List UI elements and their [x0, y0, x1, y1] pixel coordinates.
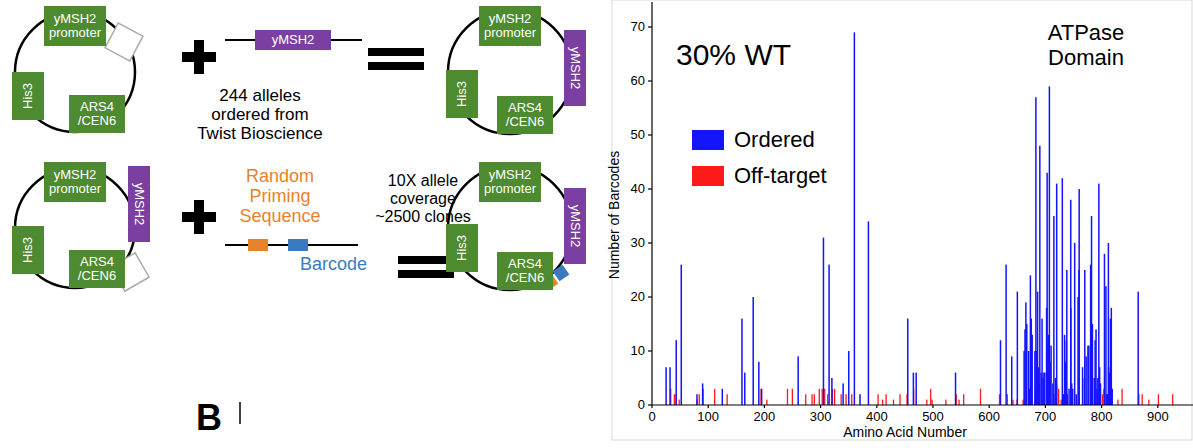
y-tick-label: 70 — [600, 19, 645, 34]
y-tick-label: 0 — [600, 397, 645, 412]
chart-panel — [612, 0, 1192, 440]
annotation: 10X allele coverage ~2500 clones — [368, 172, 478, 226]
y-tick-label: 40 — [600, 181, 645, 196]
axis-title: Number of Barcodes — [606, 151, 622, 279]
element-label: ARS4 /CEN6 — [69, 100, 125, 128]
element-label: His3 — [21, 237, 35, 263]
legend-text: Off-target — [734, 163, 827, 189]
element-label: ARS4 /CEN6 — [69, 255, 125, 283]
axis-title: Amino Acid Number — [825, 424, 985, 440]
element-label: yMSH2 — [568, 47, 582, 90]
plasmid-element: yMSH2 promoter — [479, 6, 541, 46]
annotation: ATPase Domain — [1026, 20, 1146, 70]
gene-insert: yMSH2 — [128, 166, 150, 242]
x-tick-label: 300 — [801, 409, 841, 424]
x-tick-label: 800 — [1082, 409, 1122, 424]
legend-swatch — [692, 130, 724, 150]
plasmid-element: yMSH2 promoter — [479, 162, 541, 202]
element-label: yMSH2 — [272, 33, 315, 47]
plasmid-element: His3 — [12, 72, 44, 120]
element-label: His3 — [455, 81, 469, 107]
y-tick-label: 20 — [600, 289, 645, 304]
legend-item: Off-target — [692, 163, 827, 189]
x-tick-label: 400 — [857, 409, 897, 424]
element-label: yMSH2 — [132, 183, 146, 226]
chart-axes — [648, 2, 1193, 408]
plasmid-element: His3 — [446, 224, 478, 272]
x-tick-label: 700 — [1025, 409, 1065, 424]
x-tick-label: 600 — [969, 409, 1009, 424]
annotation: Barcode — [300, 254, 380, 274]
element-label: His3 — [21, 83, 35, 109]
plasmid-element: ARS4 /CEN6 — [69, 95, 125, 133]
y-tick-label: 60 — [600, 73, 645, 88]
legend-item: Ordered — [692, 127, 815, 153]
plasmid-element: His3 — [446, 70, 478, 118]
gene-insert: yMSH2 — [255, 30, 331, 50]
annotation: Random Priming Sequence — [228, 166, 332, 226]
plasmid-element: ARS4 /CEN6 — [497, 252, 553, 290]
element-label: yMSH2 promoter — [479, 168, 541, 196]
gene-insert: yMSH2 — [564, 188, 586, 264]
x-tick-label: 100 — [688, 409, 728, 424]
annotation: 30% WT — [676, 38, 826, 72]
plasmid-element: yMSH2 promoter — [44, 6, 106, 46]
plasmid-element: ARS4 /CEN6 — [497, 96, 553, 134]
element-label: ARS4 /CEN6 — [497, 101, 553, 129]
y-tick-label: 10 — [600, 343, 645, 358]
element-label: yMSH2 promoter — [479, 12, 541, 40]
x-tick-label: 900 — [1138, 409, 1178, 424]
element-label: yMSH2 — [568, 205, 582, 248]
plasmid-rings — [15, 10, 572, 290]
plasmid-element: His3 — [12, 226, 44, 274]
barcode-bars — [665, 32, 1173, 405]
panel-letter: B — [196, 398, 236, 438]
y-tick-label: 50 — [600, 127, 645, 142]
legend-text: Ordered — [734, 127, 815, 153]
plasmid-element: ARS4 /CEN6 — [69, 250, 125, 288]
x-tick-label: 500 — [913, 409, 953, 424]
x-tick-label: 0 — [632, 409, 672, 424]
equals-signs — [368, 48, 454, 278]
element-label: ARS4 /CEN6 — [497, 257, 553, 285]
annotation: 244 alleles ordered from Twist Bioscienc… — [190, 86, 330, 143]
element-label: yMSH2 promoter — [44, 168, 106, 196]
gene-insert: yMSH2 — [564, 30, 586, 106]
legend-swatch — [692, 166, 724, 186]
element-label: His3 — [455, 235, 469, 261]
element-label: yMSH2 promoter — [44, 12, 106, 40]
plasmid-element: yMSH2 promoter — [44, 162, 106, 202]
y-tick-label: 30 — [600, 235, 645, 250]
x-tick-label: 200 — [744, 409, 784, 424]
